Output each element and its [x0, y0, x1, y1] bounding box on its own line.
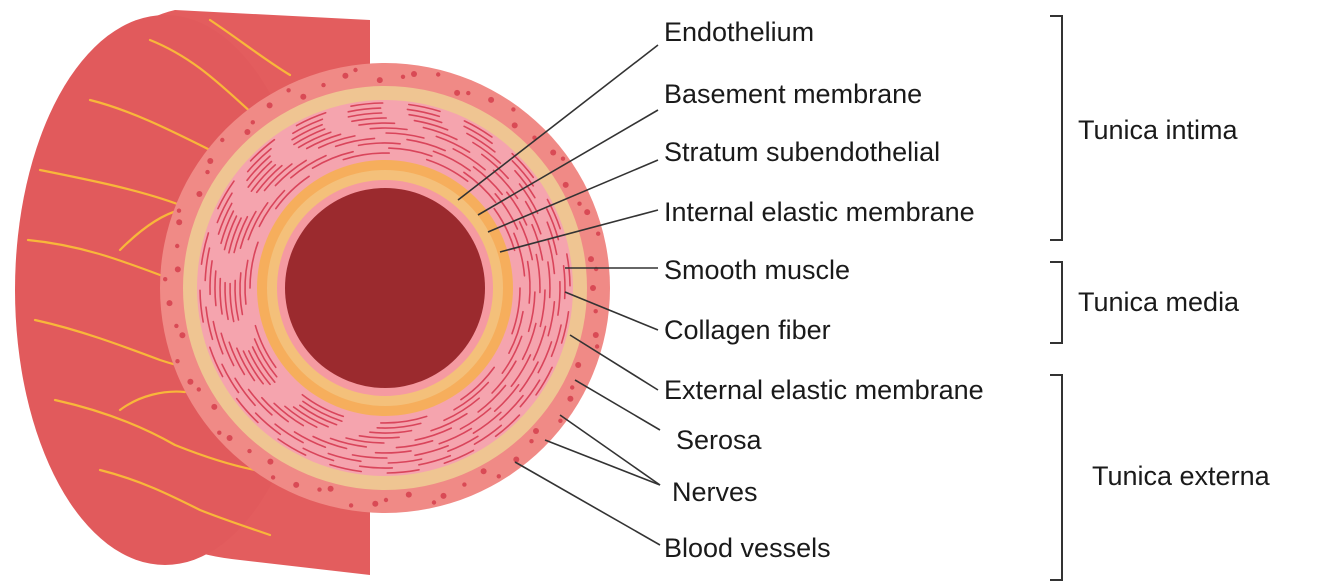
adventitia-dot — [175, 266, 181, 272]
adventitia-dot — [577, 202, 581, 206]
adventitia-dot — [196, 191, 202, 197]
adventitia-dot — [317, 487, 321, 491]
label-external-elastic-membrane: External elastic membrane — [664, 374, 984, 406]
adventitia-dot — [481, 468, 487, 474]
bracket-externa — [1050, 375, 1062, 580]
adventitia-dot — [561, 157, 565, 161]
label-nerves: Nerves — [672, 476, 758, 508]
adventitia-dot — [595, 344, 599, 348]
adventitia-dot — [567, 396, 573, 402]
adventitia-dot — [342, 73, 348, 79]
adventitia-dot — [533, 428, 539, 434]
adventitia-dot — [267, 459, 273, 465]
adventitia-dot — [401, 75, 405, 79]
group-tunica-media: Tunica media — [1078, 286, 1239, 318]
adventitia-dot — [593, 332, 599, 338]
adventitia-dot — [406, 492, 412, 498]
label-collagen-fiber: Collagen fiber — [664, 314, 831, 346]
muscle-fiber — [215, 271, 216, 306]
adventitia-dot — [207, 158, 213, 164]
adventitia-dot — [267, 102, 273, 108]
adventitia-dot — [441, 493, 447, 499]
label-smooth-muscle: Smooth muscle — [664, 254, 850, 286]
adventitia-dot — [271, 475, 275, 479]
adventitia-dot — [488, 97, 494, 103]
label-basement-membrane: Basement membrane — [664, 78, 922, 110]
adventitia-dot — [179, 332, 185, 338]
bracket-media — [1050, 262, 1062, 343]
adventitia-dot — [187, 379, 193, 385]
adventitia-dot — [217, 431, 221, 435]
leader-blood-vessels — [515, 462, 660, 545]
adventitia-dot — [211, 404, 217, 410]
adventitia-dot — [197, 387, 201, 391]
adventitia-dot — [594, 309, 598, 313]
lumen — [285, 188, 485, 388]
adventitia-dot — [349, 503, 353, 507]
adventitia-dot — [205, 170, 209, 174]
adventitia-dot — [175, 359, 179, 363]
adventitia-dot — [411, 71, 417, 77]
adventitia-dot — [497, 474, 501, 478]
adventitia-dot — [293, 482, 299, 488]
adventitia-dot — [588, 256, 594, 262]
label-internal-elastic-membrane: Internal elastic membrane — [664, 196, 975, 228]
adventitia-dot — [436, 72, 440, 76]
adventitia-dot — [462, 482, 466, 486]
adventitia-dot — [175, 244, 179, 248]
adventitia-dot — [454, 90, 460, 96]
label-stratum-subendothelial: Stratum subendothelial — [664, 136, 940, 168]
adventitia-dot — [550, 150, 556, 156]
group-tunica-intima: Tunica intima — [1078, 114, 1238, 146]
leader-nerves-1 — [560, 415, 660, 485]
group-tunica-externa: Tunica externa — [1092, 460, 1270, 492]
adventitia-dot — [244, 129, 250, 135]
adventitia-dot — [227, 435, 233, 441]
adventitia-dot — [247, 449, 251, 453]
adventitia-dot — [466, 91, 470, 95]
label-blood-vessels: Blood vessels — [664, 532, 831, 564]
adventitia-dot — [529, 439, 533, 443]
adventitia-dot — [174, 324, 178, 328]
adventitia-dot — [511, 107, 515, 111]
adventitia-dot — [575, 362, 581, 368]
adventitia-dot — [590, 285, 596, 291]
label-endothelium: Endothelium — [664, 16, 814, 48]
adventitia-dot — [563, 182, 569, 188]
adventitia-dot — [163, 277, 167, 281]
adventitia-dot — [328, 486, 334, 492]
adventitia-dot — [596, 232, 600, 236]
adventitia-dot — [432, 500, 436, 504]
adventitia-dot — [570, 385, 574, 389]
adventitia-dot — [512, 122, 518, 128]
leader-nerves-2 — [545, 440, 660, 485]
adventitia-dot — [220, 138, 224, 142]
adventitia-dot — [177, 209, 181, 213]
adventitia-dot — [353, 68, 357, 72]
adventitia-dot — [321, 83, 325, 87]
adventitia-dot — [558, 419, 562, 423]
adventitia-dot — [584, 209, 590, 215]
adventitia-dot — [372, 501, 378, 507]
label-serosa: Serosa — [676, 424, 762, 456]
adventitia-dot — [384, 498, 388, 502]
leader-serosa — [575, 380, 660, 430]
adventitia-dot — [300, 94, 306, 100]
adventitia-dot — [167, 300, 173, 306]
brackets — [1050, 16, 1062, 580]
adventitia-dot — [513, 457, 519, 463]
adventitia-dot — [251, 120, 255, 124]
adventitia-dot — [286, 88, 290, 92]
adventitia-dot — [176, 219, 182, 225]
adventitia-dot — [377, 77, 383, 83]
bracket-intima — [1050, 16, 1062, 240]
